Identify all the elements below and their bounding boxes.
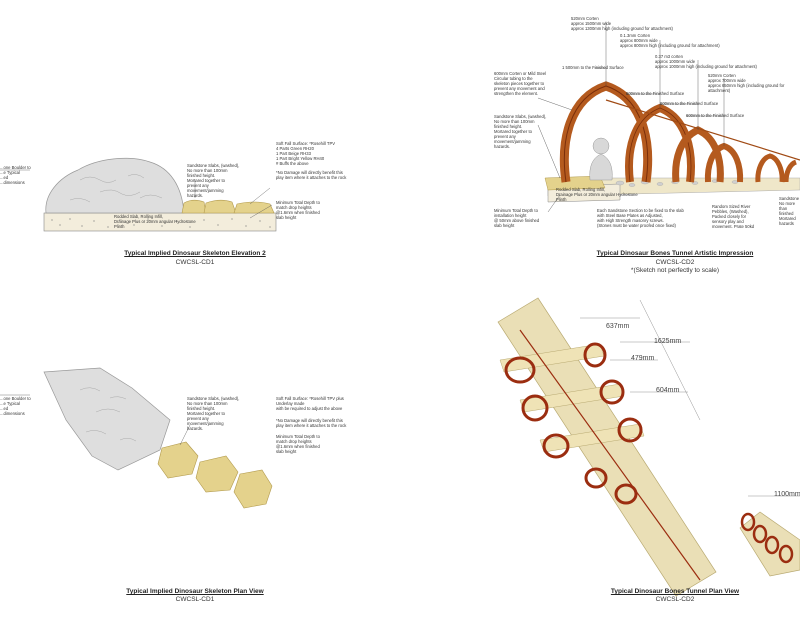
tunnel-art-caption: *(Sketch not perfectly to scale) xyxy=(630,267,720,274)
tunnel-note-fs1: 1 500mm to the Finished Surface xyxy=(562,65,624,70)
tunnel-note-fs2: 600mm to the Finished Surface xyxy=(626,91,685,96)
skeleton-plan-drawing xyxy=(0,367,273,509)
tunnel-art-title: Typical Dinosaur Bones Tunnel Artistic I… xyxy=(596,250,754,257)
child-figure xyxy=(589,137,613,181)
plan1-note-left: ...one Boulder to ...e Typical ...ed ...… xyxy=(0,396,31,416)
elev2-note-depth: Minimum Total Depth to match drop height… xyxy=(276,200,320,220)
tunnel-note-rib4: 520mm Corten approx 700mm wide approx 65… xyxy=(708,73,785,93)
sandstone-slab-2 xyxy=(203,199,237,214)
connecting-tube xyxy=(605,99,800,161)
tunnel-note-right: Sandstone No more than finished Mortared… xyxy=(779,196,800,226)
plan-walkway xyxy=(497,297,717,597)
elev2-code: CWCSL-CD1 xyxy=(175,259,215,266)
plan-slab-2 xyxy=(195,455,239,493)
base-aggregate-texture xyxy=(51,218,271,228)
plan-boulder xyxy=(43,367,171,471)
plan-slab-3 xyxy=(233,469,273,509)
sandstone-slab-1 xyxy=(181,199,207,214)
tunnel-note-rock: Each Sandstone Section to be fixed to th… xyxy=(597,208,684,228)
plan-walkway-extension xyxy=(739,511,800,577)
plan2-dim-3: 479mm xyxy=(631,355,655,362)
plan-slab-1 xyxy=(157,441,199,479)
plan-ring-5 xyxy=(740,512,794,564)
plan2-dim-2: 1625mm xyxy=(654,338,682,345)
plan2-title: Typical Dinosaur Bones Tunnel Plan View xyxy=(610,588,740,595)
tunnel-note-pebble: Random Sized River Pebbles, (Washed), Pa… xyxy=(712,204,755,229)
elevation-2-drawing xyxy=(0,157,277,232)
tunnel-art-code: CWCSL-CD2 xyxy=(655,259,695,266)
plan-ring-1 xyxy=(504,342,607,384)
plan1-note-sandstone: Sandstone Slabs, (washed), No more than … xyxy=(187,396,240,431)
plan2-dim-5: 1100mm xyxy=(774,491,800,498)
tunnel-note-rib2: 0.1.3mm Corten approx 800mm wide approx … xyxy=(620,33,720,48)
tunnel-art-drawing xyxy=(537,22,800,213)
plan-ring-2 xyxy=(521,379,625,422)
plan1-title: Typical Implied Dinosaur Skeleton Plan V… xyxy=(126,588,264,595)
tunnel-note-fs3: 600mm to the Finished Surface xyxy=(660,101,719,106)
plan1-code: CWCSL-CD1 xyxy=(175,596,215,603)
sandstone-slab-3 xyxy=(233,201,275,214)
plan1-note-surface: Soft Fall Surface: *Rosehill TPV plus Un… xyxy=(276,396,344,411)
skeleton-boulder xyxy=(45,157,185,214)
plan-ring-3 xyxy=(542,417,643,459)
elev2-note-sandstone: Sandstone Slabs, (washed), No more than … xyxy=(187,163,240,198)
tunnel-note-base: Rodded Slab, Rolling Infill, Drainage Pl… xyxy=(556,187,638,202)
tunnel-note-corten: 600mm Corten or Mild Steel Circular tubi… xyxy=(494,71,547,96)
plan-ring-4 xyxy=(584,467,638,505)
elev2-note-damage: *No Damage will directly benefit this pl… xyxy=(276,170,347,180)
plan1-note-depth: Minimum Total Depth to match drop height… xyxy=(276,434,320,454)
tunnel-note-fs4: 600mm to the Finished Surface xyxy=(686,113,745,118)
elev2-note-surface: Soft Fall Surface: *Rosehill TPV 4 Parts… xyxy=(276,141,336,166)
plan2-dim-4: 604mm xyxy=(656,387,680,394)
tunnel-note-rib3: 0.37 m3 corten approx 1000mm wide approx… xyxy=(655,54,757,69)
plan1-note-damage: *No Damage will directly benefit this pl… xyxy=(276,418,347,428)
corten-arch-5 xyxy=(755,153,798,183)
plan2-dim-1: 637mm xyxy=(606,323,630,330)
elev2-note-base: Rodded Slab, Rolling Infill, Drainage Pl… xyxy=(114,214,196,229)
tunnel-note-sandstone: Sandstone Slabs, (washed), No more than … xyxy=(494,114,547,149)
plan2-code: CWCSL-CD2 xyxy=(655,596,695,603)
boulder-bone-texture xyxy=(69,174,163,203)
tunnel-note-rib1: 520mm Corten approx 1500mm wide approx 1… xyxy=(571,16,673,31)
plan-boulder-texture xyxy=(79,387,137,442)
elev2-note-left: ...one Boulder to ...e Typical ...ed ...… xyxy=(0,165,31,185)
elev2-title: Typical Implied Dinosaur Skeleton Elevat… xyxy=(124,250,266,257)
plan-spine xyxy=(519,329,701,581)
tunnel-note-depth: Minimum Total Depth to installation heig… xyxy=(494,208,540,228)
